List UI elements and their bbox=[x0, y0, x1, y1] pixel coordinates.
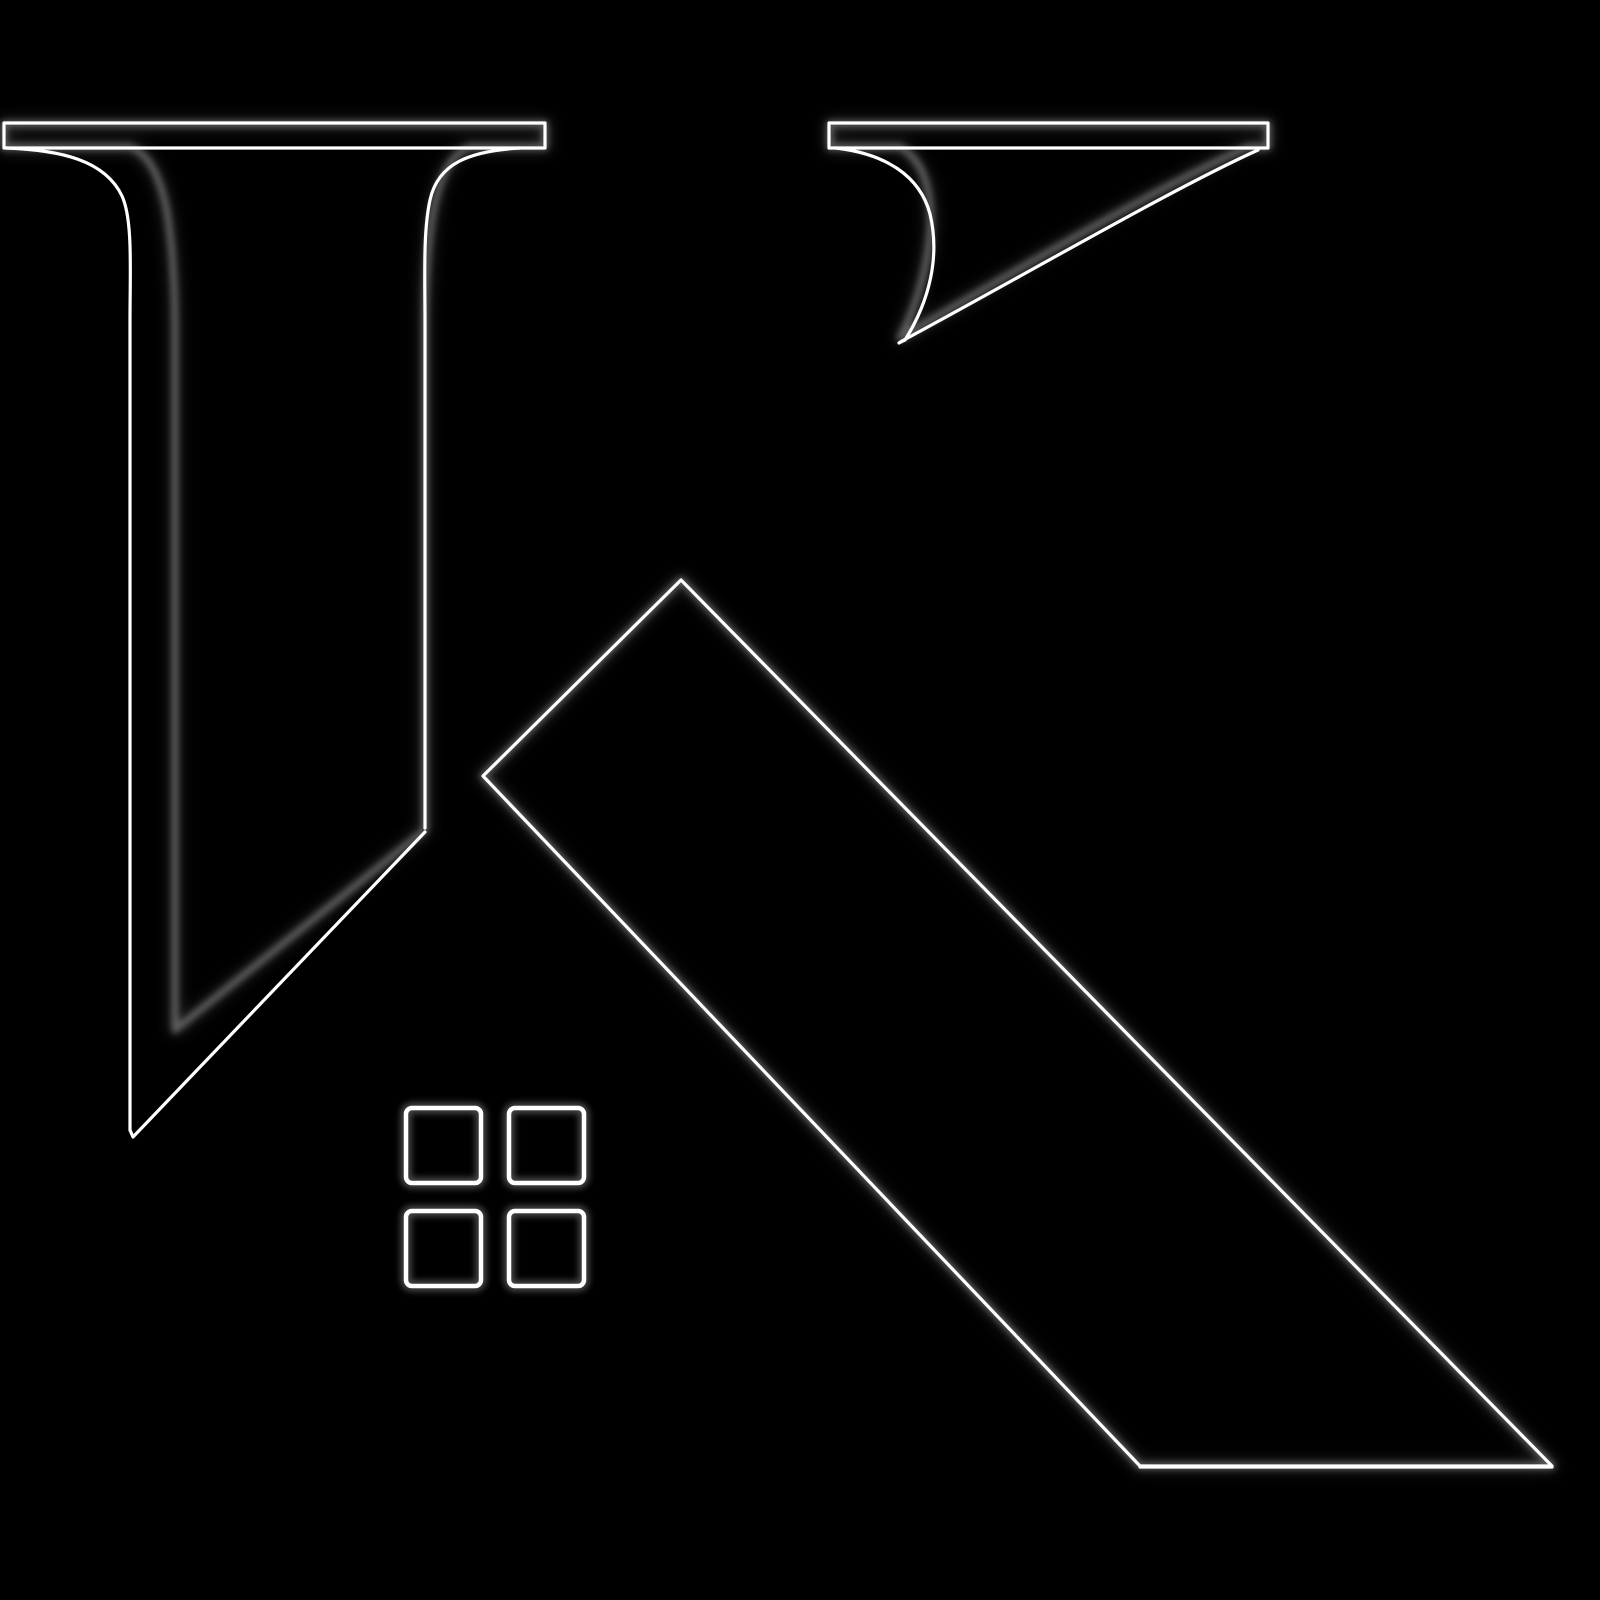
cell-top-left[interactable]: Top left cell bbox=[403, 1105, 484, 1186]
cell-bottom-left[interactable]: Bottom left cell bbox=[403, 1208, 484, 1289]
upper-arm-inner-curve bbox=[836, 148, 934, 340]
cell-top-right[interactable]: Top right cell bbox=[506, 1105, 587, 1186]
cell-bottom-right[interactable]: Bottom right cell bbox=[506, 1208, 587, 1289]
upper-arm-outer-sweep bbox=[902, 150, 1258, 341]
stem-bottom-wedge bbox=[130, 832, 425, 1137]
serif-bracket-left bbox=[6, 148, 130, 1130]
letter-k-stem-group bbox=[0, 117, 552, 1137]
four-square-grid-icon[interactable]: Top left cell Top right cellBottom left c… bbox=[400, 1102, 590, 1292]
serif-bracket-right bbox=[425, 148, 520, 828]
top-left-serif bbox=[4, 123, 545, 148]
top-right-serif bbox=[829, 123, 1268, 148]
upper-arm-glow-inner bbox=[826, 120, 1272, 342]
letter-k-upper-arm-group bbox=[823, 117, 1275, 343]
upper-arm-tip bbox=[899, 340, 905, 343]
letter-k-lower-leg-group bbox=[476, 573, 1559, 1473]
